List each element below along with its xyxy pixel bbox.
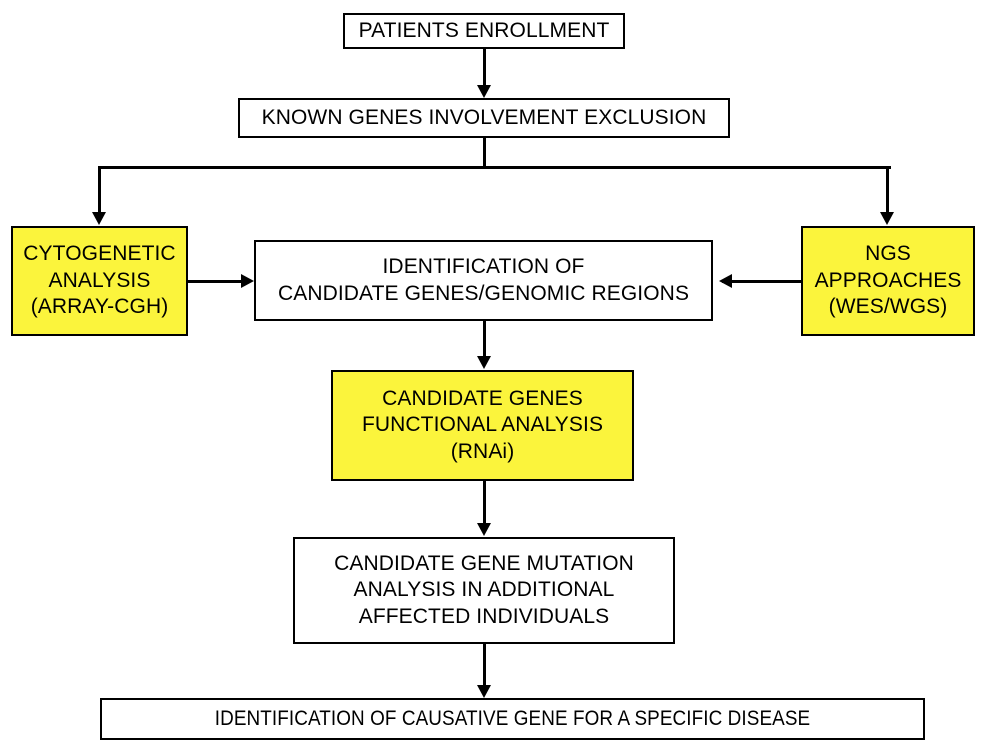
connector-rnai-to-mutation-line <box>483 481 486 525</box>
node-candidate-genes-functional-analysis: CANDIDATE GENES FUNCTIONAL ANALYSIS (RNA… <box>331 370 634 481</box>
connector-exclusion-bus-horizontal <box>98 166 891 169</box>
node-ngs-approaches: NGS APPROACHES (WES/WGS) <box>801 226 975 336</box>
node-candidate-gene-mutation-analysis: CANDIDATE GENE MUTATION ANALYSIS IN ADDI… <box>293 537 675 644</box>
connector-cytogenetic-to-identification-arrowhead <box>241 274 254 288</box>
node-ngs-approaches-label: NGS APPROACHES (WES/WGS) <box>814 242 962 319</box>
connector-bus-to-cytogenetic-line <box>98 166 101 214</box>
connector-identification-to-rnai-arrowhead <box>477 356 491 369</box>
connector-ngs-to-identification-line <box>722 280 801 283</box>
node-patients-enrollment-label: PATIENTS ENROLLMENT <box>358 18 610 42</box>
node-known-genes-involvement-exclusion: KNOWN GENES INVOLVEMENT EXCLUSION <box>238 98 730 138</box>
node-cytogenetic-analysis-label: CYTOGENETIC ANALYSIS (ARRAY-CGH) <box>23 242 176 319</box>
connector-bus-to-cytogenetic-arrowhead <box>92 212 106 225</box>
connector-mutation-to-causative-line <box>483 644 486 687</box>
connector-cytogenetic-to-identification-line <box>188 280 246 283</box>
node-identification-causative-gene-label: IDENTIFICATION OF CAUSATIVE GENE FOR A S… <box>214 706 811 730</box>
node-identification-causative-gene: IDENTIFICATION OF CAUSATIVE GENE FOR A S… <box>100 698 925 740</box>
connector-enrollment-to-exclusion-arrowhead <box>477 85 491 98</box>
connector-mutation-to-causative-arrowhead <box>477 685 491 698</box>
connector-bus-to-ngs-arrowhead <box>880 212 894 225</box>
node-known-genes-involvement-exclusion-label: KNOWN GENES INVOLVEMENT EXCLUSION <box>261 105 707 129</box>
node-identification-candidate-genes: IDENTIFICATION OF CANDIDATE GENES/GENOMI… <box>254 240 713 321</box>
node-cytogenetic-analysis: CYTOGENETIC ANALYSIS (ARRAY-CGH) <box>11 226 188 336</box>
connector-identification-to-rnai-line <box>483 321 486 358</box>
node-patients-enrollment: PATIENTS ENROLLMENT <box>343 13 625 49</box>
connector-bus-to-ngs-line <box>886 166 889 214</box>
connector-rnai-to-mutation-arrowhead <box>477 523 491 536</box>
node-candidate-genes-functional-analysis-label: CANDIDATE GENES FUNCTIONAL ANALYSIS (RNA… <box>361 386 604 463</box>
connector-exclusion-bus-stem <box>483 138 486 169</box>
node-candidate-gene-mutation-analysis-label: CANDIDATE GENE MUTATION ANALYSIS IN ADDI… <box>334 551 634 628</box>
node-identification-candidate-genes-label: IDENTIFICATION OF CANDIDATE GENES/GENOMI… <box>277 255 690 305</box>
connector-enrollment-to-exclusion-line <box>483 49 486 87</box>
connector-ngs-to-identification-arrowhead <box>719 274 732 288</box>
